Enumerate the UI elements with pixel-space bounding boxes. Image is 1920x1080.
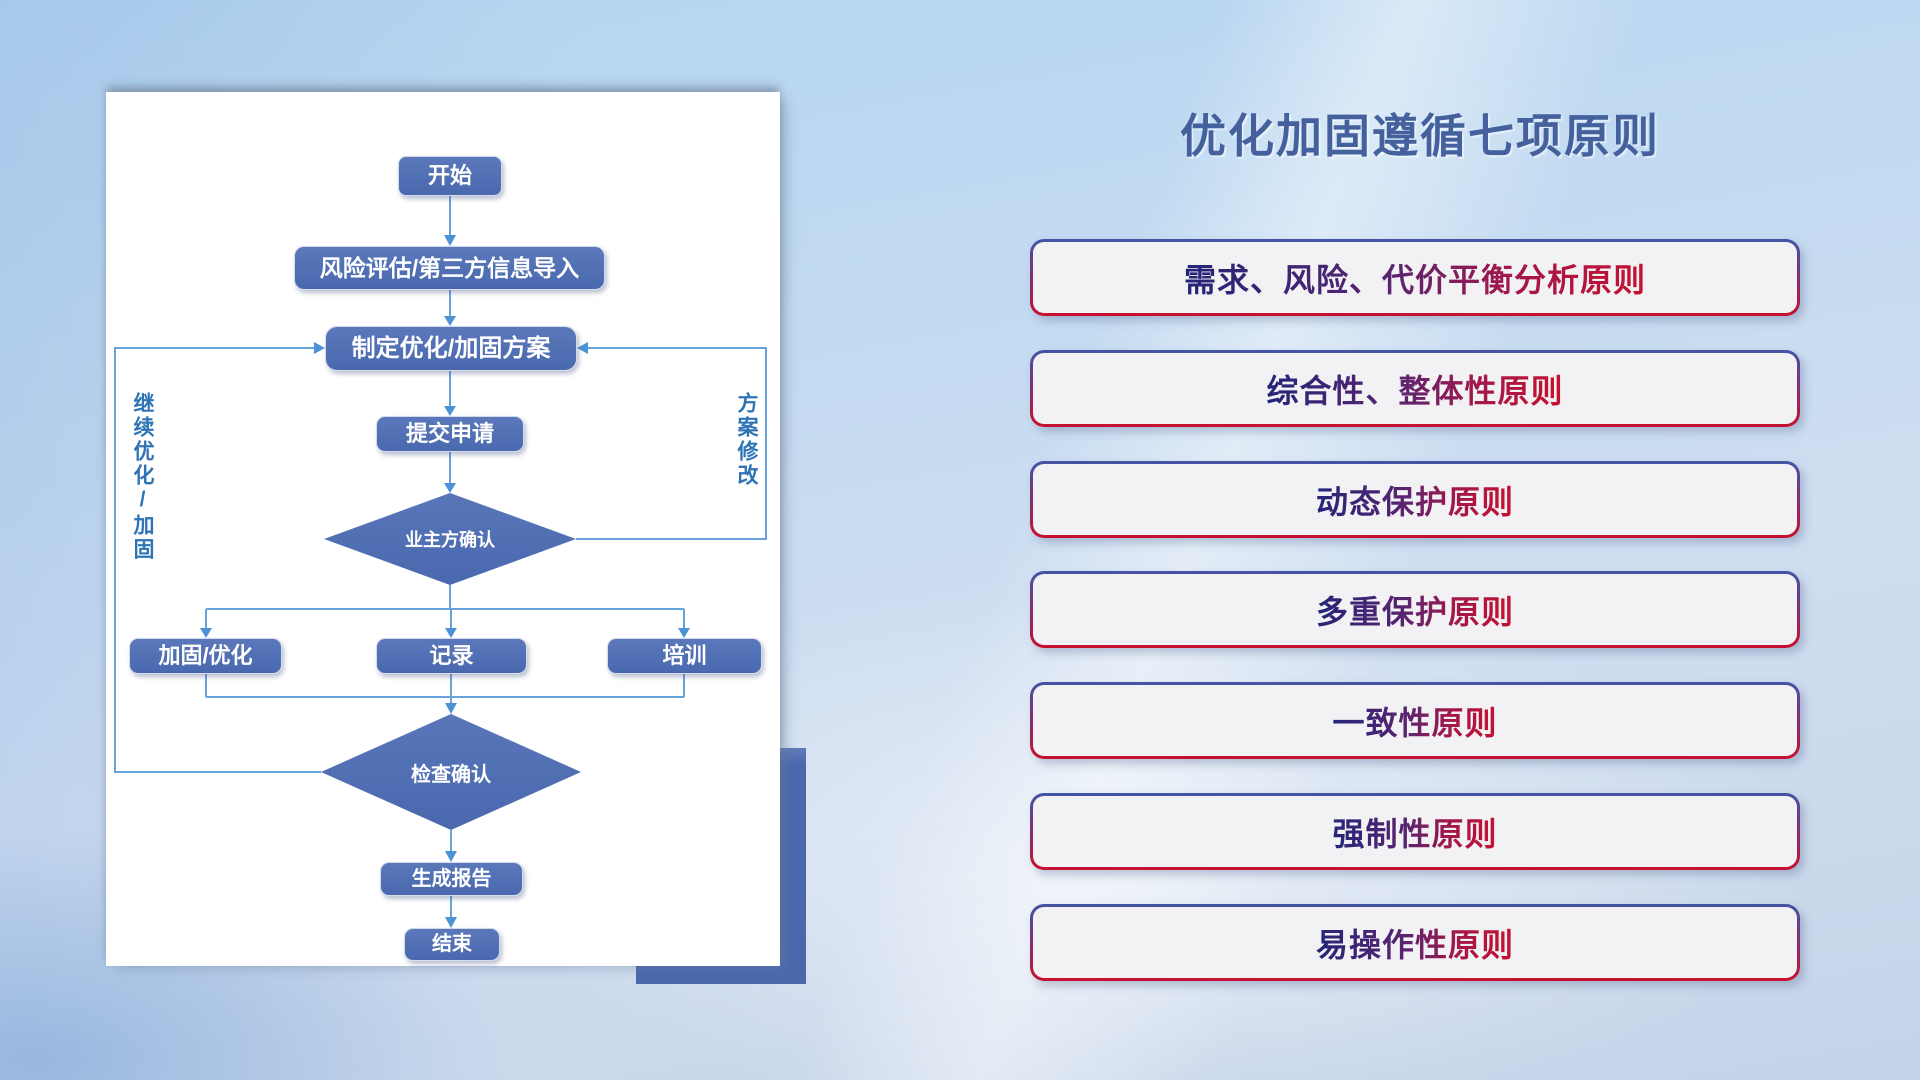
flow-node-record: 记录 [376,638,527,674]
principle-label: 动态保护原则 [1316,477,1514,523]
flow-node-training: 培训 [607,638,762,674]
flowchart-card: 开始 风险评估/第三方信息导入 制定优化/加固方案 提交申请 业主方确认 加固/… [106,92,780,966]
principle-box-5: 一致性原则 [1030,682,1800,759]
principle-label: 需求、风险、代价平衡分析原则 [1184,255,1646,301]
flow-node-make-plan: 制定优化/加固方案 [325,326,577,371]
flow-node-risk-assessment: 风险评估/第三方信息导入 [294,246,605,290]
flow-node-generate-report: 生成报告 [380,862,523,896]
flow-node-start: 开始 [398,156,502,196]
principle-label: 强制性原则 [1332,809,1497,855]
principle-box-6: 强制性原则 [1030,793,1800,870]
principle-box-1: 需求、风险、代价平衡分析原则 [1030,239,1800,316]
principle-label: 一致性原则 [1332,698,1497,744]
flow-node-reinforce-optimize: 加固/优化 [129,638,282,674]
principle-box-4: 多重保护原则 [1030,571,1800,648]
principle-box-3: 动态保护原则 [1030,461,1800,538]
principle-label: 多重保护原则 [1316,587,1514,633]
page-title: 优化加固遵循七项原则 [1180,110,1660,162]
edge-label-plan-revision: 方案修改 [735,392,758,488]
principle-box-7: 易操作性原则 [1030,904,1800,981]
flowchart-connectors [114,196,767,928]
flow-node-submit-application: 提交申请 [376,416,524,452]
flow-node-end: 结束 [404,928,500,961]
principle-label: 易操作性原则 [1316,920,1514,966]
principle-box-2: 综合性、整体性原则 [1030,350,1800,427]
principle-label: 综合性、整体性原则 [1266,366,1563,412]
edge-label-continue-optimize: 继续优化/加固 [131,392,154,562]
